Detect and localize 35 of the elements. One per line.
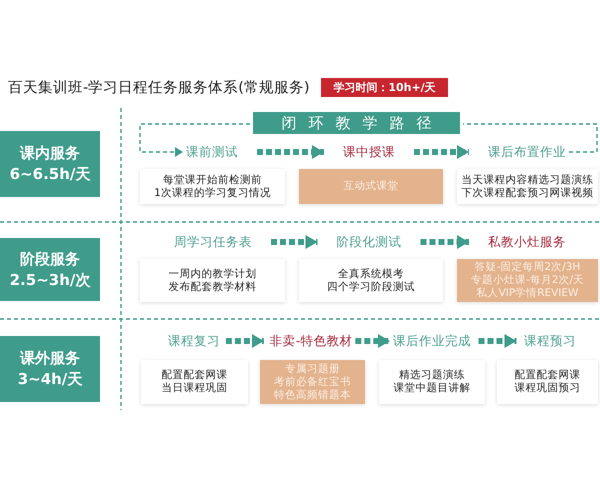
arrow	[257, 145, 324, 159]
arrow	[414, 145, 469, 159]
info-card: 当天课程内容精选习题演练 下次课程配套预习网课视频	[457, 169, 598, 204]
arrow	[271, 235, 318, 249]
info-card: 专属习题册 考前必备红宝书 特色高频错题本	[260, 360, 365, 404]
step-heading: 课程复习	[168, 332, 220, 350]
arrow	[355, 334, 390, 348]
step-heading: 私教小灶服务	[488, 233, 566, 251]
info-card: 每堂课开始前检测前 1次课程的学习复习情况	[140, 169, 285, 204]
info-card: 配置配套网课 当日课程巩固	[141, 360, 248, 404]
time-badge: 学习时间：10h+/天	[321, 78, 448, 97]
service-box: 课外服务 3~4h/天	[0, 336, 100, 402]
step-heading: 课前测试	[186, 143, 238, 161]
info-card: 一周内的教学计划 发布配套教学材料	[140, 259, 285, 302]
step-heading: 阶段化测试	[336, 233, 402, 251]
service-box: 课内服务 6~6.5h/天	[0, 131, 100, 197]
step-heading: 课后作业完成	[393, 332, 471, 350]
dashed-arrow	[139, 123, 250, 157]
info-card: 全真系统模考 四个学习阶段测试	[299, 259, 443, 302]
info-card: 答疑-固定每周2次/3H 专题小灶课-每月2次/天 私人VIP学情REVIEW	[457, 259, 598, 302]
dashed-line	[463, 123, 598, 153]
step-heading: 课中授课	[343, 143, 395, 161]
step-heading: 周学习任务表	[174, 233, 252, 251]
arrow	[420, 235, 469, 249]
banner: 闭环教学路径	[253, 112, 460, 134]
info-card: 精选习题演练 课堂中题目讲解	[379, 360, 485, 404]
step-heading: 课后布置作业	[488, 143, 566, 161]
info-card: 互动式课堂	[299, 169, 443, 204]
arrow	[478, 334, 516, 348]
step-heading: 非卖-特色教材	[270, 332, 352, 350]
step-heading: 课程预习	[524, 332, 576, 350]
title: 百天集训班-学习日程任务服务体系(常规服务)	[8, 79, 310, 97]
service-box: 阶段服务 2.5~3h/次	[0, 238, 100, 301]
info-card: 配置配套网课 课程巩固预习	[497, 360, 598, 404]
arrow	[226, 334, 264, 348]
